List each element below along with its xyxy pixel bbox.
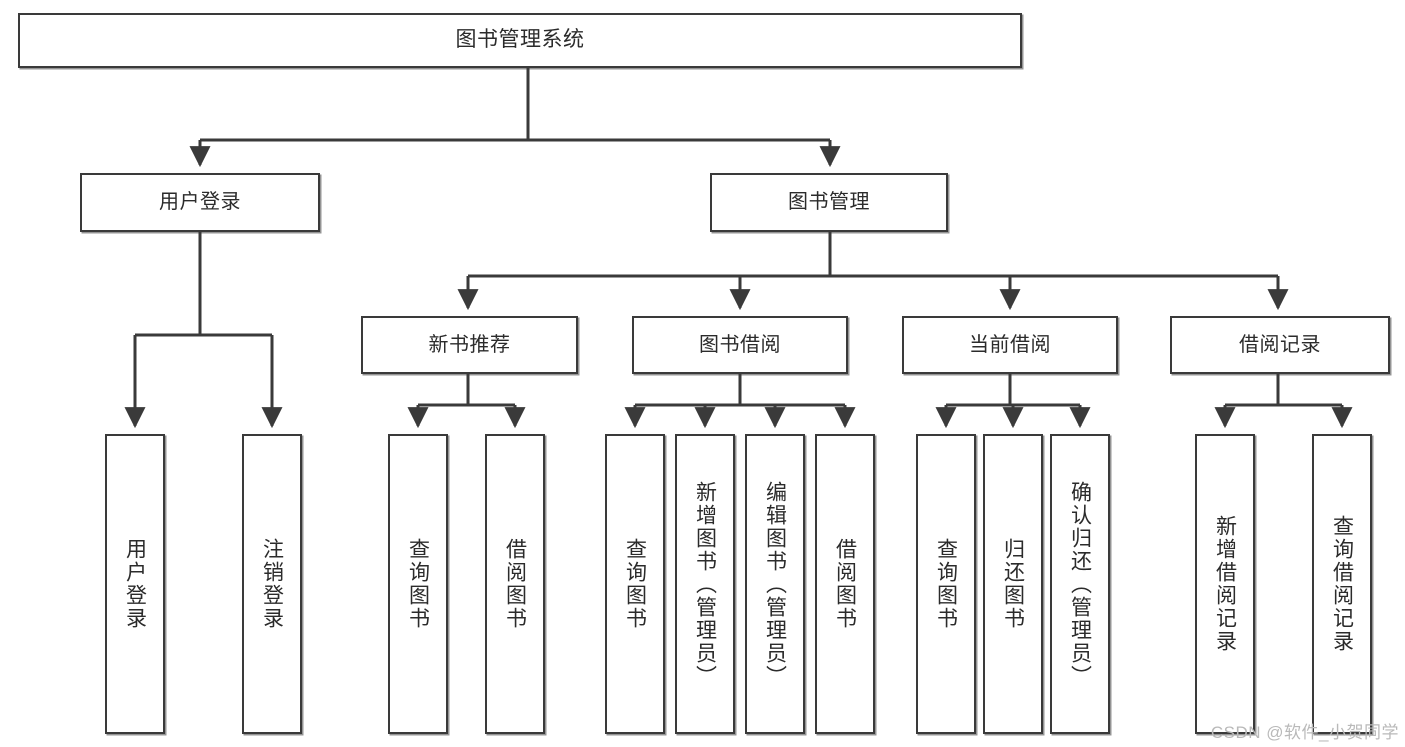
node-label: 图书借阅 bbox=[699, 333, 781, 356]
leaf-confirm-return-admin[interactable]: 确认归还（管理员） bbox=[1050, 434, 1110, 734]
leaf-label: 注销登录 bbox=[260, 538, 284, 630]
leaf-edit-book-admin[interactable]: 编辑图书（管理员） bbox=[745, 434, 805, 734]
node-book-management[interactable]: 图书管理 bbox=[710, 173, 948, 232]
leaf-label: 新增借阅记录 bbox=[1213, 515, 1237, 653]
leaf-label: 借阅图书 bbox=[503, 538, 527, 630]
leaf-label: 查询图书 bbox=[406, 538, 430, 630]
leaf-label: 归还图书 bbox=[1001, 538, 1025, 630]
node-new-book-recommend[interactable]: 新书推荐 bbox=[361, 316, 578, 374]
leaf-return-book[interactable]: 归还图书 bbox=[983, 434, 1043, 734]
leaf-label: 编辑图书（管理员） bbox=[763, 480, 787, 688]
leaf-logout[interactable]: 注销登录 bbox=[242, 434, 302, 734]
node-label: 借阅记录 bbox=[1239, 333, 1321, 356]
leaf-label: 确认归还（管理员） bbox=[1068, 480, 1092, 688]
leaf-label: 用户登录 bbox=[123, 538, 147, 630]
node-label: 用户登录 bbox=[159, 191, 241, 213]
leaf-borrow-book-recommend[interactable]: 借阅图书 bbox=[485, 434, 545, 734]
node-user-login[interactable]: 用户登录 bbox=[80, 173, 320, 232]
watermark-text: CSDN @软件_小贺同学 bbox=[1210, 723, 1399, 742]
leaf-query-book-borrow[interactable]: 查询图书 bbox=[605, 434, 665, 734]
node-label: 图书管理 bbox=[788, 191, 870, 213]
leaf-query-book-current[interactable]: 查询图书 bbox=[916, 434, 976, 734]
leaf-label: 查询图书 bbox=[623, 538, 647, 630]
node-current-borrow[interactable]: 当前借阅 bbox=[902, 316, 1118, 374]
node-label: 当前借阅 bbox=[969, 333, 1051, 356]
node-book-borrow[interactable]: 图书借阅 bbox=[632, 316, 848, 374]
leaf-label: 查询借阅记录 bbox=[1330, 515, 1354, 653]
node-label: 新书推荐 bbox=[428, 333, 511, 356]
leaf-query-book-recommend[interactable]: 查询图书 bbox=[388, 434, 448, 734]
leaf-add-borrow-record[interactable]: 新增借阅记录 bbox=[1195, 434, 1255, 734]
node-borrow-record[interactable]: 借阅记录 bbox=[1170, 316, 1390, 374]
leaf-label: 新增图书（管理员） bbox=[693, 480, 717, 688]
leaf-label: 借阅图书 bbox=[833, 538, 857, 630]
node-book-management-system[interactable]: 图书管理系统 bbox=[18, 13, 1022, 68]
leaf-add-book-admin[interactable]: 新增图书（管理员） bbox=[675, 434, 735, 734]
leaf-user-login[interactable]: 用户登录 bbox=[105, 434, 165, 734]
leaf-label: 查询图书 bbox=[934, 538, 958, 630]
leaf-borrow-book[interactable]: 借阅图书 bbox=[815, 434, 875, 734]
leaf-query-borrow-record[interactable]: 查询借阅记录 bbox=[1312, 434, 1372, 734]
node-label: 图书管理系统 bbox=[455, 28, 585, 52]
